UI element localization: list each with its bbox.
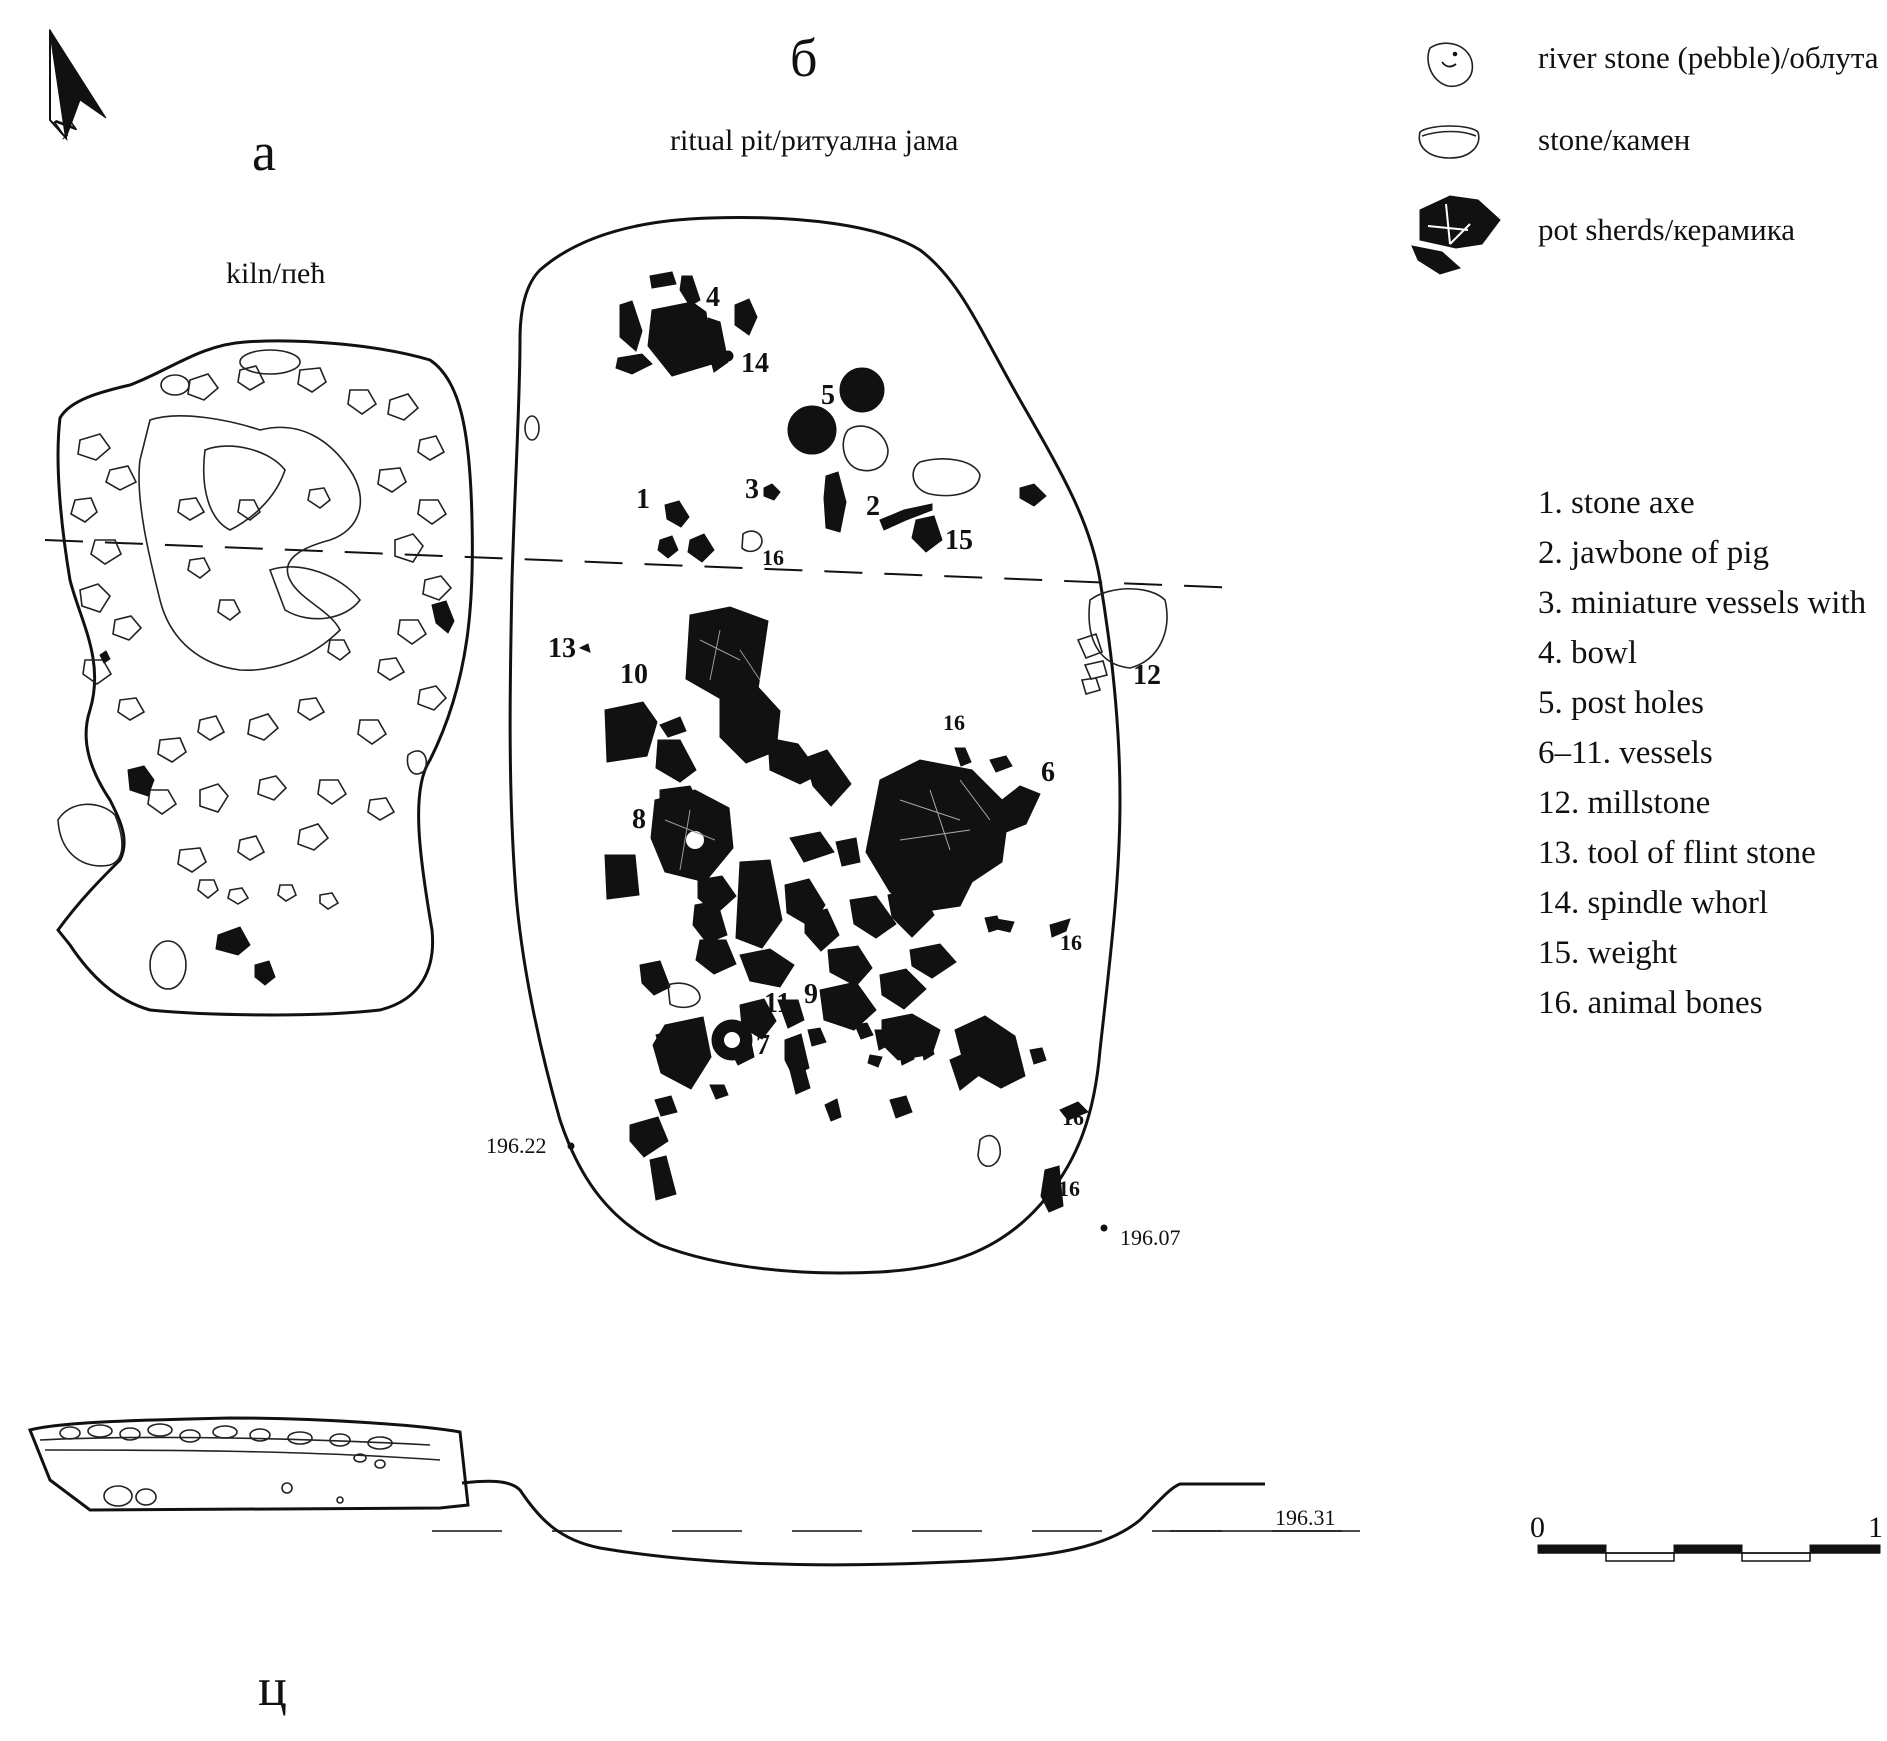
find-number-16-e: 16 — [1058, 1176, 1080, 1201]
stone-icon — [1418, 125, 1480, 159]
pebble-icon — [1427, 42, 1474, 88]
find-number-16-d: 16 — [1062, 1105, 1084, 1130]
key-item: 3. miniature vessels with — [1538, 585, 1867, 621]
key-item: 13. tool of flint stone — [1538, 835, 1816, 871]
label-c: ц — [258, 1657, 287, 1717]
elevation-196-22: 196.22 — [486, 1133, 547, 1158]
find-number-15: 15 — [945, 525, 973, 556]
find-number-4: 4 — [706, 282, 720, 313]
key-item: 14. spindle whorl — [1538, 885, 1768, 921]
legend: river stone (pebble)/облута stone/камен … — [1411, 40, 1879, 275]
find-number-1: 1 — [636, 484, 650, 515]
find-number-16-a: 16 — [762, 545, 784, 570]
north-arrow-icon — [49, 28, 107, 142]
find-number-2: 2 — [866, 491, 880, 522]
ritual-pit-plan — [508, 215, 1168, 1275]
elevation-196-31: 196.31 — [1275, 1505, 1336, 1530]
label-b: б — [790, 28, 817, 88]
kiln-plan — [56, 339, 474, 1017]
section-profile — [27, 1416, 1360, 1567]
pot-sherds-icon — [1411, 195, 1501, 275]
find-number-16-b: 16 — [943, 710, 965, 735]
find-number-8: 8 — [632, 804, 646, 835]
find-number-12: 12 — [1133, 660, 1161, 691]
find-number-16-c: 16 — [1060, 930, 1082, 955]
find-number-7: 7 — [756, 1030, 770, 1061]
find-number-11: 11 — [764, 988, 790, 1019]
scale-start-label: 0 — [1530, 1511, 1545, 1544]
find-number-13: 13 — [548, 633, 576, 664]
scale-bar — [1537, 1544, 1881, 1562]
legend-stone-label: stone/камен — [1538, 122, 1690, 157]
key-item: 2. jawbone of pig — [1538, 535, 1769, 571]
key-item: 6–11. vessels — [1538, 735, 1713, 771]
key-item: 15. weight — [1538, 935, 1677, 971]
key-item: 5. post holes — [1538, 685, 1704, 721]
find-number-10: 10 — [620, 659, 648, 690]
section-line — [44, 539, 1241, 589]
key-item: 1. stone axe — [1538, 485, 1695, 521]
ritual-pit-title: ritual pit/ритуална јама — [670, 124, 958, 157]
kiln-title: kiln/пећ — [226, 257, 325, 290]
key-item: 4. bowl — [1538, 635, 1637, 671]
find-number-5: 5 — [821, 380, 835, 411]
find-number-3: 3 — [745, 474, 759, 505]
key-item: 16. animal bones — [1538, 985, 1763, 1021]
key-item: 12. millstone — [1538, 785, 1710, 821]
find-number-6: 6 — [1041, 757, 1055, 788]
legend-pebble-label: river stone (pebble)/облута — [1538, 40, 1879, 75]
find-number-9: 9 — [804, 979, 818, 1010]
find-key-list: 1. stone axe 2. jawbone of pig 3. miniat… — [1538, 485, 1867, 1021]
legend-pot-sherds-label: pot sherds/керамика — [1538, 212, 1795, 247]
find-numbers: 4 14 5 1 3 2 15 16 13 10 12 16 6 8 16 9 … — [548, 282, 1161, 1201]
find-number-14: 14 — [741, 348, 769, 379]
elevation-196-07: 196.07 — [1120, 1225, 1181, 1250]
scale-end-label: 1 — [1868, 1511, 1883, 1544]
label-a: а — [252, 122, 276, 182]
